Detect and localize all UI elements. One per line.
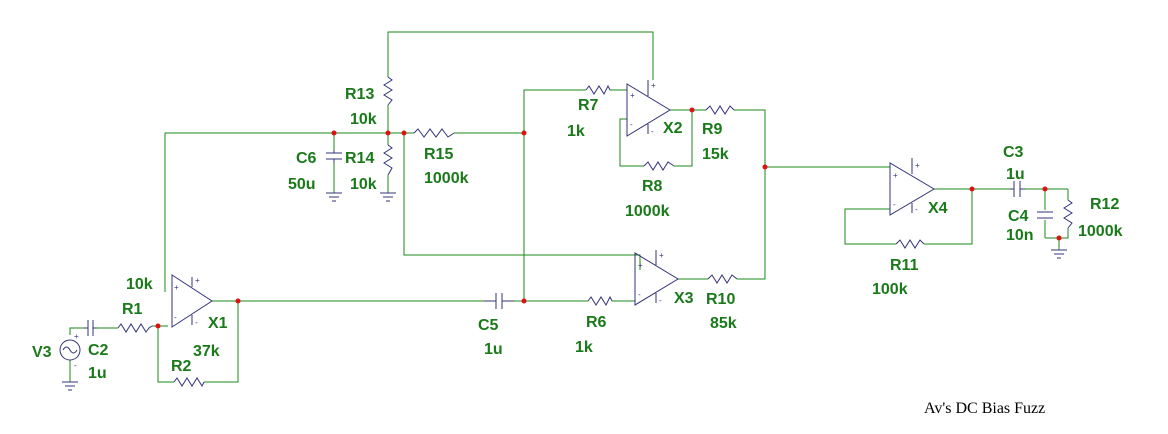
label-X2-name: X2 [663, 120, 683, 137]
label-R14-name: R14 [345, 150, 374, 167]
ground-R14-symbol [380, 192, 396, 202]
resistor-R11-symbol [895, 239, 925, 249]
resistor-R12-symbol [1063, 199, 1073, 229]
svg-text:+: + [651, 81, 656, 90]
label-C2-value: 1u [88, 365, 107, 382]
label-R8-name: R8 [642, 178, 663, 195]
resistor-R15-symbol [413, 128, 455, 138]
label-R6-value: 1k [575, 339, 593, 356]
junction-nodes [155, 107, 1062, 329]
capacitor-C3-symbol [1010, 181, 1025, 197]
ground-C6-symbol [326, 192, 342, 202]
label-R11-value: 100k [872, 281, 908, 298]
svg-text:-: - [74, 361, 77, 370]
svg-text:+: + [74, 332, 79, 341]
label-R14-value: 10k [350, 176, 377, 193]
label-C3-name: C3 [1003, 144, 1024, 161]
label-R15-value: 1000k [424, 170, 469, 187]
resistor-R6-symbol [587, 295, 613, 307]
svg-text:+: + [915, 161, 920, 170]
svg-text:-: - [195, 318, 198, 327]
capacitor-C4-symbol [1037, 211, 1053, 219]
label-C5-name: C5 [478, 317, 499, 334]
opamp-X2-symbol: + - + - [626, 80, 671, 137]
resistor-R10-symbol [707, 274, 738, 284]
svg-text:-: - [915, 205, 918, 214]
label-R11-name: R11 [890, 257, 919, 274]
label-R8-value: 1000k [625, 203, 670, 220]
resistor-R2-symbol [173, 377, 205, 388]
label-R13-value: 10k [350, 111, 377, 128]
label-R10-value: 85k [710, 315, 737, 332]
label-R15-name: R15 [424, 146, 453, 163]
label-R9-value: 15k [702, 146, 729, 163]
label-R2-name: R2 [171, 358, 192, 375]
label-X3-name: X3 [674, 290, 694, 307]
svg-text:+: + [195, 276, 200, 285]
svg-text:+: + [659, 251, 664, 260]
resistor-R9-symbol [705, 105, 735, 115]
label-R13-name: R13 [345, 86, 374, 103]
label-R9-name: R9 [702, 121, 723, 138]
label-C6-value: 50u [288, 176, 316, 193]
label-C3-value: 1u [1006, 166, 1025, 183]
label-V3-name: V3 [32, 344, 52, 361]
opamp-X4-symbol: + - + - [889, 158, 935, 216]
label-R12-value: 1000k [1078, 223, 1123, 240]
voltage-source-V3-symbol: + - [59, 332, 81, 370]
svg-text:-: - [638, 290, 641, 299]
opamp-X1-symbol: + - + - [171, 274, 213, 328]
label-R10-name: R10 [706, 291, 735, 308]
capacitor-C2-symbol [84, 320, 97, 336]
ground-V3-symbol [62, 381, 78, 391]
resistor-R7-symbol [585, 84, 611, 96]
label-C4-name: C4 [1008, 208, 1029, 225]
label-R7-value: 1k [567, 123, 585, 140]
opamp-X3-symbol: + - + - [634, 250, 679, 306]
svg-text:+: + [893, 171, 898, 180]
label-C5-value: 1u [484, 341, 503, 358]
resistor-R14-symbol [383, 144, 393, 176]
label-R12-name: R12 [1090, 196, 1119, 213]
capacitor-C6-symbol [326, 150, 342, 163]
svg-text:-: - [630, 120, 633, 129]
ground-output-symbol [1051, 249, 1067, 259]
resistor-R8-symbol [643, 161, 675, 171]
svg-text:+: + [174, 283, 179, 292]
label-X4-name: X4 [928, 200, 948, 217]
schematic-title: Av's DC Bias Fuzz [924, 400, 1045, 417]
label-X1-name: X1 [208, 315, 228, 332]
label-R1-name: R1 [122, 301, 143, 318]
label-R2-value: 37k [193, 343, 220, 360]
label-C6-name: C6 [296, 150, 317, 167]
label-R6-name: R6 [586, 314, 607, 331]
resistor-R13-symbol [383, 76, 393, 106]
svg-text:-: - [651, 127, 654, 136]
resistor-R1-symbol [117, 323, 153, 333]
wires [69, 31, 1069, 383]
label-C4-value: 10n [1006, 227, 1034, 244]
svg-text:+: + [638, 261, 643, 270]
svg-text:-: - [893, 200, 896, 209]
label-R7-name: R7 [578, 97, 599, 114]
capacitor-C5-symbol [484, 293, 514, 309]
svg-text:-: - [659, 296, 662, 305]
svg-text:-: - [174, 313, 177, 322]
svg-text:+: + [630, 91, 635, 100]
label-R1-value: 10k [126, 276, 153, 293]
label-C2-name: C2 [88, 342, 109, 359]
